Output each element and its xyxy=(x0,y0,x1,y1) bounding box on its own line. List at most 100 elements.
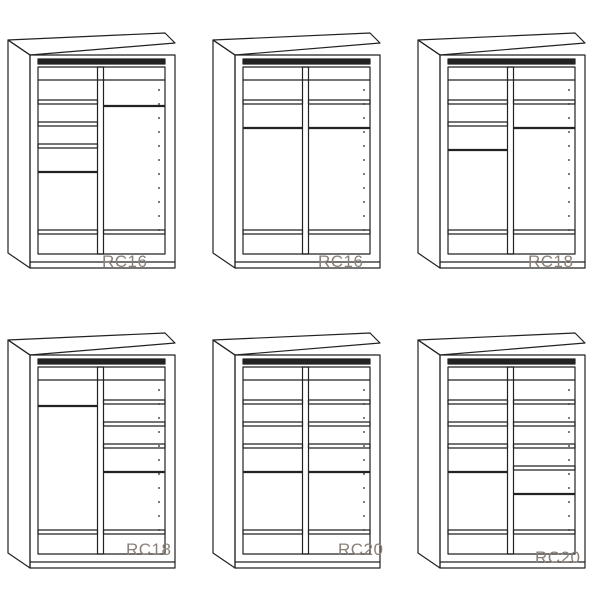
left-shelf xyxy=(37,143,99,149)
pin-hole xyxy=(363,487,365,489)
wardrobe-4: RC18 xyxy=(0,300,200,600)
right-shelf xyxy=(512,99,576,105)
left-bottom-shelf xyxy=(242,529,304,535)
wardrobe-drawing xyxy=(212,332,381,569)
pin-hole xyxy=(568,515,570,517)
model-label: RC18 xyxy=(126,540,172,559)
door-rail xyxy=(447,358,576,365)
right-shelf xyxy=(512,399,576,405)
left-shelf xyxy=(37,99,99,105)
right-bottom-shelf xyxy=(102,229,166,235)
left-bottom-shelf xyxy=(447,229,509,235)
left-shelf xyxy=(447,99,509,105)
pin-hole xyxy=(363,431,365,433)
pin-hole xyxy=(158,215,160,217)
center-divider xyxy=(506,366,515,555)
pin-hole xyxy=(568,417,570,419)
right-bottom-shelf xyxy=(307,529,371,535)
wardrobe-drawing xyxy=(417,32,586,269)
pin-hole xyxy=(363,459,365,461)
center-divider xyxy=(96,66,105,255)
right-shelf xyxy=(307,443,371,449)
pin-hole xyxy=(158,117,160,119)
model-label: RC16 xyxy=(318,252,364,271)
pin-hole xyxy=(158,501,160,503)
door-rail xyxy=(242,358,371,365)
center-divider xyxy=(301,66,310,255)
pin-hole xyxy=(568,117,570,119)
front-frame xyxy=(439,54,586,269)
pin-hole xyxy=(363,501,365,503)
inner-frame xyxy=(37,366,166,555)
pin-hole xyxy=(568,173,570,175)
center-divider xyxy=(301,366,310,555)
side-panel xyxy=(7,39,31,269)
top-panel xyxy=(417,332,586,356)
pin-hole xyxy=(158,201,160,203)
top-panel xyxy=(212,32,381,56)
pin-hole xyxy=(568,403,570,405)
wardrobe-5: RC20 xyxy=(205,300,405,600)
pin-hole xyxy=(363,187,365,189)
pin-hole xyxy=(568,215,570,217)
door-rail xyxy=(447,58,576,65)
pin-hole xyxy=(568,187,570,189)
pin-hole xyxy=(568,473,570,475)
pin-hole xyxy=(158,445,160,447)
left-shelf xyxy=(242,399,304,405)
pin-hole xyxy=(363,215,365,217)
pin-hole xyxy=(158,173,160,175)
inner-frame xyxy=(242,66,371,255)
pin-hole xyxy=(363,445,365,447)
pin-hole xyxy=(158,417,160,419)
wardrobe-3: RC18 xyxy=(410,0,600,300)
wardrobe-drawing xyxy=(7,32,176,269)
pin-hole xyxy=(158,229,160,231)
pin-hole xyxy=(158,89,160,91)
door-rail xyxy=(242,58,371,65)
top-panel xyxy=(7,332,176,356)
wardrobe-drawing xyxy=(7,332,176,569)
pin-hole xyxy=(568,389,570,391)
pin-hole xyxy=(158,529,160,531)
right-bottom-shelf xyxy=(102,529,166,535)
wardrobe-drawing xyxy=(212,32,381,269)
pin-hole xyxy=(158,403,160,405)
pin-hole xyxy=(568,159,570,161)
pin-hole xyxy=(363,173,365,175)
pin-hole xyxy=(363,159,365,161)
right-shelf xyxy=(307,99,371,105)
pin-hole xyxy=(363,403,365,405)
center-divider xyxy=(506,66,515,255)
pin-hole xyxy=(363,103,365,105)
pin-hole xyxy=(568,145,570,147)
model-label: RC20 xyxy=(535,548,581,567)
right-shelf xyxy=(307,399,371,405)
inner-frame xyxy=(447,366,576,555)
top-panel xyxy=(7,32,176,56)
wardrobe-2: RC16 xyxy=(205,0,405,300)
inner-frame xyxy=(37,66,166,255)
pin-hole xyxy=(568,431,570,433)
pin-hole xyxy=(158,103,160,105)
side-panel xyxy=(417,339,441,569)
pin-hole xyxy=(158,431,160,433)
model-label: RC16 xyxy=(102,252,148,271)
pin-hole xyxy=(158,487,160,489)
left-shelf xyxy=(242,99,304,105)
model-label: RC18 xyxy=(528,252,574,271)
pin-hole xyxy=(568,89,570,91)
side-panel xyxy=(212,39,236,269)
right-shelf xyxy=(102,443,166,449)
pin-hole xyxy=(363,417,365,419)
right-bottom-shelf xyxy=(512,529,576,535)
pin-hole xyxy=(363,145,365,147)
wardrobe-6: RC20 xyxy=(410,300,600,600)
left-bottom-shelf xyxy=(37,529,99,535)
pin-hole xyxy=(363,515,365,517)
pin-hole xyxy=(568,229,570,231)
front-frame xyxy=(439,354,586,569)
inner-frame xyxy=(242,366,371,555)
front-frame xyxy=(29,54,176,269)
